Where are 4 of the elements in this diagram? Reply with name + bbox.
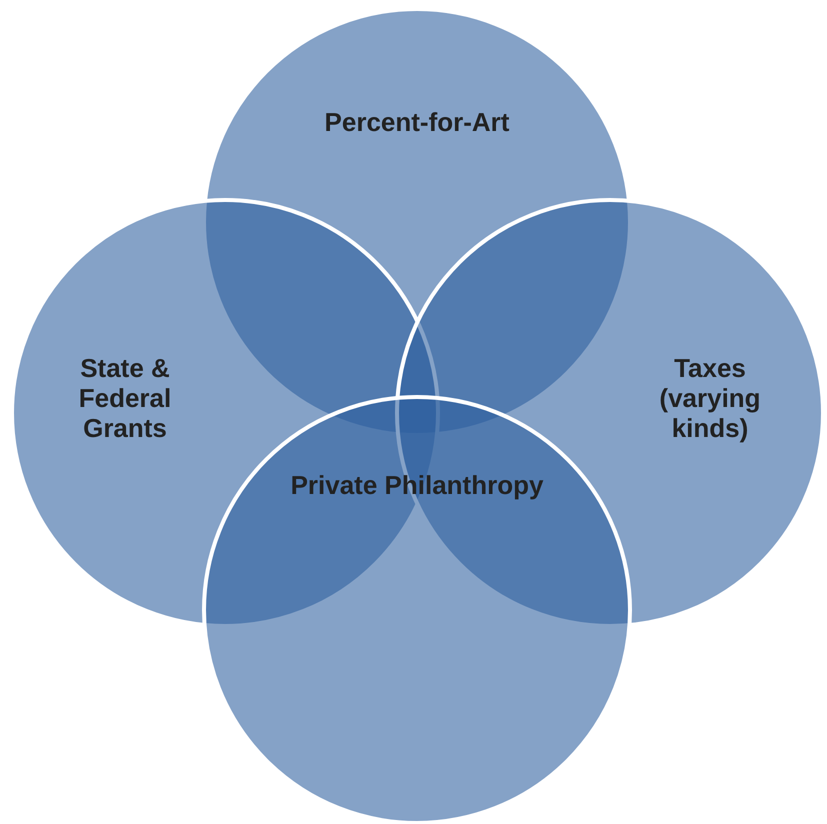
- circle-label: State & Federal Grants: [78, 353, 172, 443]
- circle-label: Taxes (varying kinds): [658, 353, 762, 443]
- circle-label: Percent-for-Art: [324, 107, 510, 137]
- circle-label: Private Philanthropy: [290, 470, 544, 500]
